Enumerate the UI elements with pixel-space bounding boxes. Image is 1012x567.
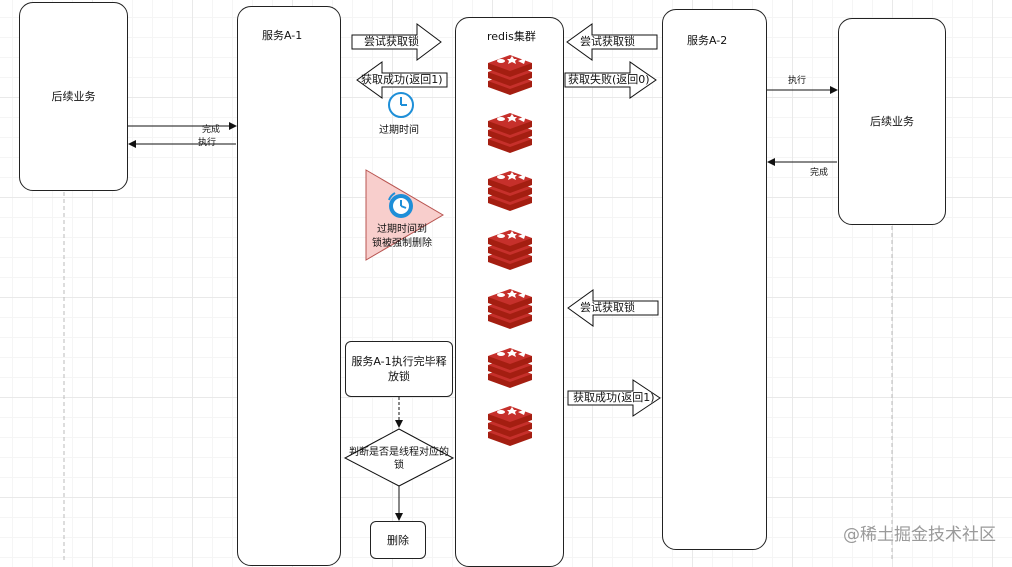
block-arrow-a2-try-lock-2 xyxy=(567,289,659,327)
block-arrow-a2-success xyxy=(567,379,661,417)
expire-time-label: 过期时间 xyxy=(379,125,419,136)
clock-icon xyxy=(388,92,414,118)
block-arrow-a2-fail xyxy=(564,61,657,99)
service-a2-title: 服务A-2 xyxy=(687,34,728,47)
release-lock-box: 服务A-1执行完毕释放锁 xyxy=(345,341,453,397)
a2-try-lock-1-text: 尝试获取锁 xyxy=(580,35,635,48)
right-complete-label: 完成 xyxy=(810,168,829,178)
redis-cluster-title: redis集群 xyxy=(487,30,536,43)
a2-try-lock-2-text: 尝试获取锁 xyxy=(580,301,635,314)
block-arrow-a2-try-lock-1 xyxy=(566,23,658,61)
redis-icon xyxy=(488,406,532,446)
a2-success-text: 获取成功(返回1) xyxy=(573,391,655,404)
redis-icon xyxy=(488,171,532,211)
a1-try-lock-text: 尝试获取锁 xyxy=(364,35,419,48)
service-a1-title: 服务A-1 xyxy=(262,29,303,42)
delete-box: 删除 xyxy=(370,521,426,559)
redis-icon xyxy=(488,113,532,153)
block-arrow-a1-success xyxy=(356,61,448,99)
left-complete-label: 完成 xyxy=(202,125,221,135)
check-diamond-shape xyxy=(343,428,455,487)
check-diamond-text: 判断是否是线程对应的锁 xyxy=(349,447,449,471)
delete-text: 删除 xyxy=(387,533,409,547)
right-business-label: 后续业务 xyxy=(870,115,914,128)
block-arrow-a1-try-lock xyxy=(351,23,442,61)
release-lock-text: 服务A-1执行完毕释放锁 xyxy=(351,355,447,383)
expire-note-line1: 过期时间到 xyxy=(377,224,427,235)
redis-icon xyxy=(488,348,532,388)
expire-note-text: 过期时间到 锁被强制删除 xyxy=(360,223,444,251)
expire-clock-icon xyxy=(388,192,413,218)
watermark: @稀土掘金技术社区 xyxy=(843,525,996,545)
redis-icon xyxy=(488,289,532,329)
left-business-label: 后续业务 xyxy=(51,90,96,103)
left-execute-label: 执行 xyxy=(198,138,217,148)
redis-icon xyxy=(488,230,532,270)
a2-fail-text: 获取失败(返回0) xyxy=(568,73,650,86)
right-execute-label: 执行 xyxy=(788,76,807,86)
a1-success-text: 获取成功(返回1) xyxy=(361,73,443,86)
left-business-box: 后续业务 xyxy=(19,2,128,191)
expire-note-line2: 锁被强制删除 xyxy=(372,238,432,249)
redis-icon xyxy=(488,55,532,95)
service-a1-lane: 服务A-1 xyxy=(237,6,341,566)
right-business-box: 后续业务 xyxy=(838,18,946,225)
service-a2-lane: 服务A-2 xyxy=(662,9,767,550)
